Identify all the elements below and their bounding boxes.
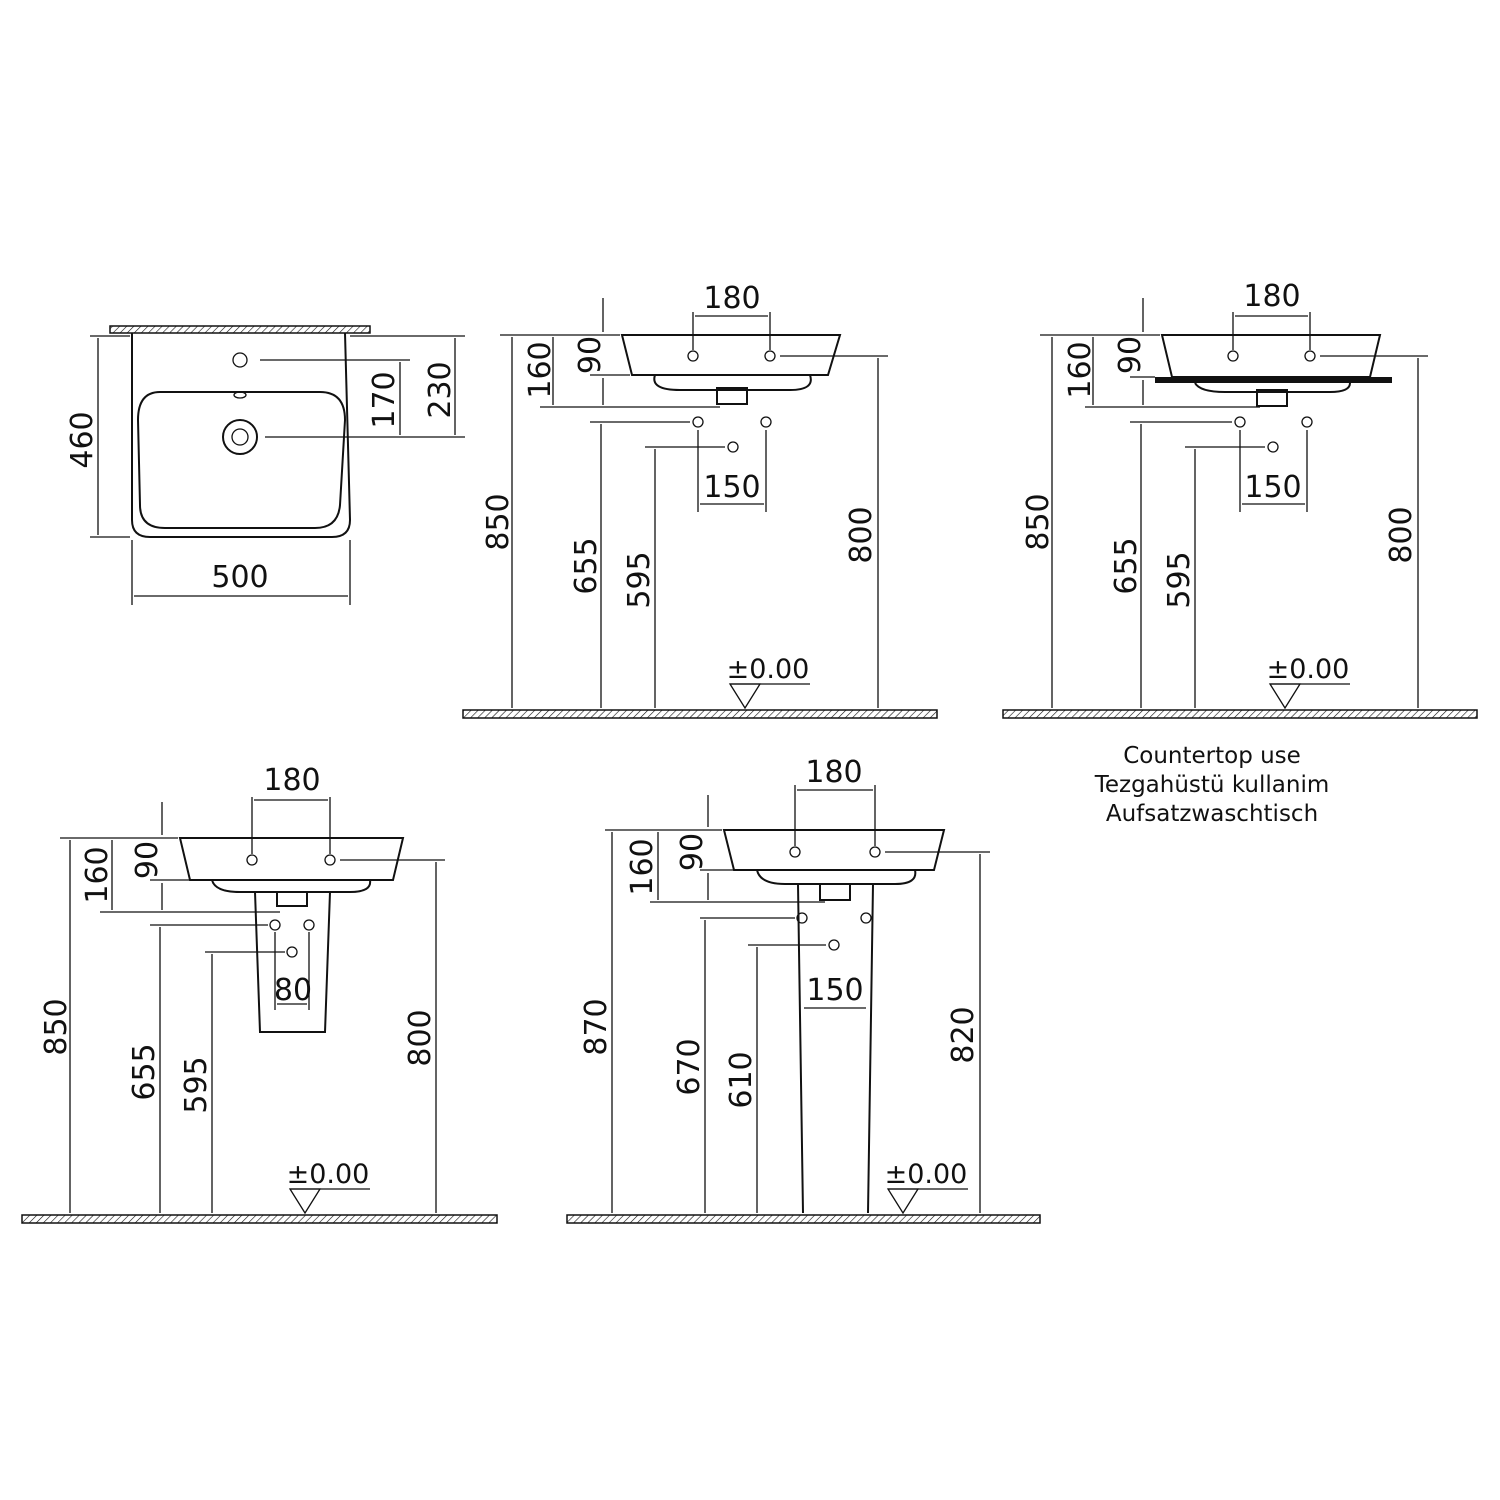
dim-waste-height: 655 — [127, 1043, 162, 1100]
basin-side — [722, 829, 946, 871]
dim-total-height: 870 — [579, 998, 614, 1055]
floor-level: ±0.00 — [287, 1159, 370, 1190]
pedestal-column — [797, 883, 874, 1214]
dim-waste-height: 655 — [1109, 537, 1144, 594]
dim-rim-height: 800 — [1384, 506, 1419, 563]
floor-level: ±0.00 — [1267, 654, 1350, 685]
floor-level: ±0.00 — [885, 1159, 968, 1190]
dim-waste-height: 670 — [672, 1038, 707, 1095]
dim-overflow: 90 — [573, 336, 608, 374]
dim-tap-spacing: 180 — [1243, 279, 1300, 314]
dim-trap-height: 595 — [179, 1056, 214, 1113]
floor-level: ±0.00 — [727, 654, 810, 685]
dim-tap-spacing: 180 — [703, 281, 760, 316]
dim-overflow: 90 — [130, 841, 165, 879]
dim-width: 500 — [211, 560, 268, 595]
dim-depth: 460 — [65, 411, 100, 468]
dim-tap-spacing: 180 — [805, 755, 862, 790]
dim-total-height: 850 — [1021, 493, 1056, 550]
dim-total-height: 850 — [481, 493, 516, 550]
semi-pedestal-view: 180 90 160 850 655 595 800 80 ±0.00 — [21, 763, 498, 1224]
caption-tr: Tezgahüstü kullanim — [1094, 772, 1330, 798]
dim-depth: 160 — [1063, 341, 1098, 398]
tap-hole-icon — [232, 352, 248, 368]
overflow-icon — [233, 391, 247, 399]
semi-pedestal — [254, 891, 331, 1033]
countertop-view: 180 90 160 850 655 595 800 150 ±0.00 Cou… — [1002, 279, 1478, 827]
floor-hatch — [462, 709, 938, 719]
dim-total-height: 850 — [39, 998, 74, 1055]
dim-supply-spacing: 150 — [1244, 470, 1301, 505]
top-view: 460 170 230 500 — [65, 325, 465, 605]
caption-en: Countertop use — [1123, 743, 1301, 769]
dim-supply-spacing: 80 — [274, 973, 312, 1008]
dim-waste-height: 655 — [569, 537, 604, 594]
dim-supply-spacing: 150 — [703, 470, 760, 505]
dim-trap-height: 595 — [622, 551, 657, 608]
dim-tap-spacing: 180 — [263, 763, 320, 798]
dim-tap-offset: 170 — [367, 371, 402, 428]
basin-outline — [131, 332, 352, 538]
wall-hatch — [109, 325, 371, 334]
basin-side — [178, 837, 405, 881]
dim-rim-height: 800 — [403, 1009, 438, 1066]
wall-hung-view: 180 90 160 850 655 595 800 150 ±0.00 — [462, 281, 938, 719]
dim-depth: 160 — [523, 341, 558, 398]
dim-trap-height: 610 — [724, 1051, 759, 1108]
caption-de: Aufsatzwaschtisch — [1106, 801, 1318, 827]
dim-rim-height: 820 — [946, 1006, 981, 1063]
dim-trap-height: 595 — [1162, 551, 1197, 608]
dim-supply-spacing: 150 — [806, 973, 863, 1008]
dim-rim-height: 800 — [844, 506, 879, 563]
counter-slab — [1155, 377, 1392, 383]
dim-drain-offset: 230 — [423, 361, 458, 418]
pedestal-view: 180 90 160 870 670 610 820 150 ±0.00 — [566, 755, 1041, 1224]
drain-icon — [222, 419, 258, 455]
dim-depth: 160 — [625, 838, 660, 895]
dim-overflow: 90 — [675, 833, 710, 871]
dim-overflow: 90 — [1113, 336, 1148, 374]
dim-depth: 160 — [80, 846, 115, 903]
basin-side — [620, 334, 842, 376]
bowl-outline — [136, 391, 347, 529]
